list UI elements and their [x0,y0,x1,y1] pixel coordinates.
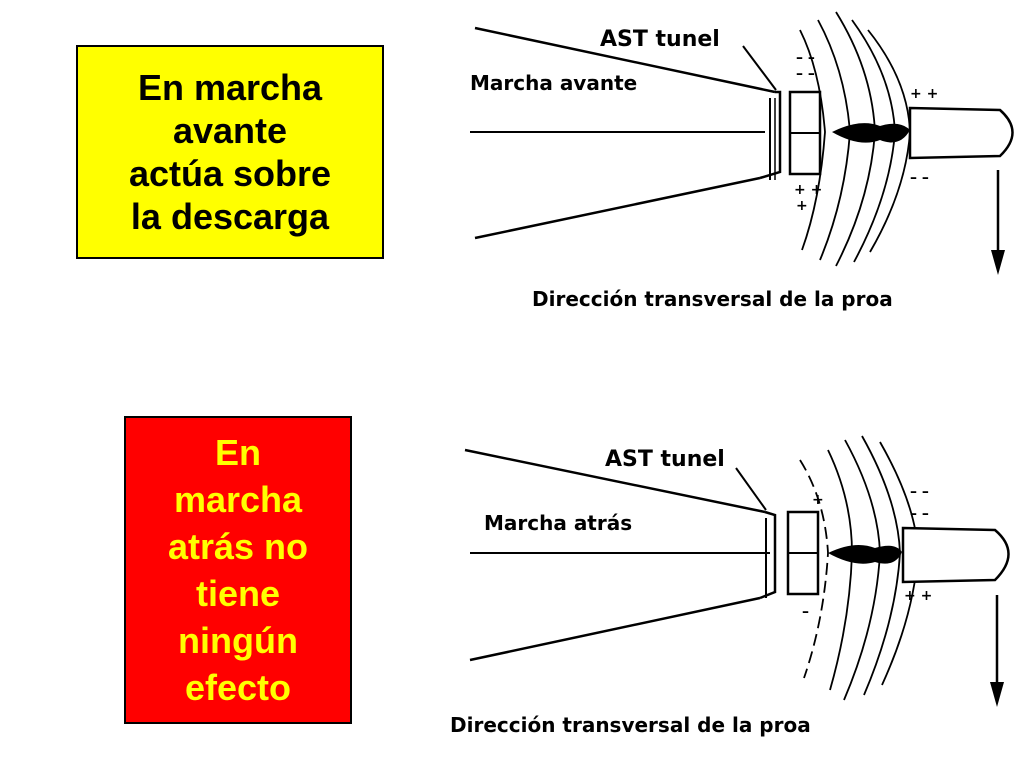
field-line [799,29,826,251]
callout-reverse-line: tiene [195,573,280,614]
sign-lower-left: – [802,604,809,620]
sign-upper-left: + [812,492,824,508]
callout-reverse-line: efecto [184,667,291,708]
callout-forward-line: avante [172,110,288,151]
sign-lower-left: + + [794,182,822,198]
tunnel-leader-line [742,45,777,91]
sign-upper-left: – – [796,50,815,66]
hull-lower-line [474,176,761,240]
forward-thruster-diagram: – – – – + + + + + – – AST tunel Marcha a… [470,11,1014,311]
callout-reverse-line: atrás no [167,526,309,567]
tunnel-label: AST tunel [600,27,720,52]
sign-upper-right-2: – – [910,506,929,522]
field-line [843,439,881,701]
mode-label: Marcha avante [470,71,637,95]
callout-reverse-line: En [214,432,261,473]
field-line [851,19,896,263]
mode-label: Marcha atrás [484,511,632,535]
callout-forward: En marcha avante actúa sobre la descarga [76,45,384,259]
sign-lower-left-2: + [796,198,808,214]
sign-lower-right: + + [904,588,932,604]
hull-upper-line [464,448,766,514]
field-line [835,11,876,267]
callout-reverse-line: ningún [178,620,298,661]
hull-upper-line [474,26,776,94]
callout-reverse-text: En marcha atrás no tiene ningún efecto [168,429,308,711]
sign-upper-right: – – [910,484,929,500]
direction-caption: Dirección transversal de la proa [532,287,893,311]
callout-reverse-line: marcha [173,479,303,520]
callout-reverse: En marcha atrás no tiene ningún efecto [124,416,352,724]
field-line [827,449,853,691]
callout-forward-line: En marcha [137,67,323,108]
water-flow-blob [828,544,902,564]
bulbous-bow [901,526,1010,584]
hull-lower-line [469,596,761,662]
water-flow-blob [832,123,910,143]
tunnel-leader-line [735,467,767,511]
sign-lower-right: – – [910,170,929,186]
reverse-thruster-diagram: + – – – – – + + AST tunel Marcha atrás D… [450,435,1010,737]
bulbous-bow [908,106,1014,160]
tunnel-label: AST tunel [605,447,725,472]
callout-forward-text: En marcha avante actúa sobre la descarga [129,66,331,238]
field-line [817,19,851,261]
hull-bend [759,510,777,600]
callout-forward-line: la descarga [130,196,330,237]
field-line [861,435,901,696]
field-line [799,459,829,679]
down-arrow-icon [991,170,1005,275]
direction-caption: Dirección transversal de la proa [450,713,811,737]
sign-upper-right: + + [910,86,938,102]
down-arrow-icon [990,595,1004,707]
callout-forward-line: actúa sobre [128,153,332,194]
sign-upper-left-2: – – [796,66,815,82]
